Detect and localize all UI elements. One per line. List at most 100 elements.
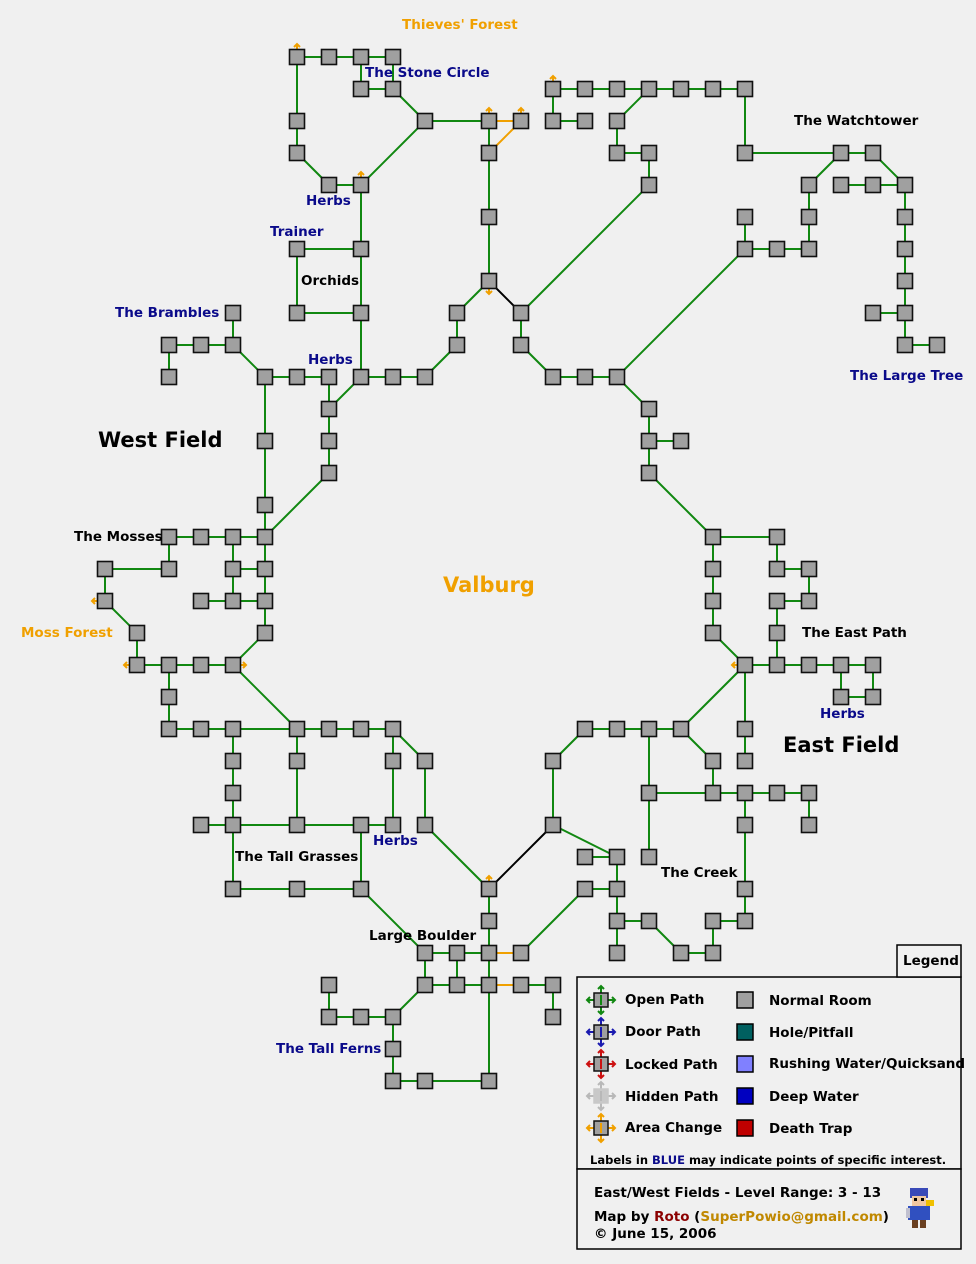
normal-room[interactable] [704,560,722,578]
normal-room[interactable] [320,432,338,450]
normal-room[interactable] [224,880,242,898]
normal-room[interactable] [160,368,178,386]
normal-room[interactable] [832,688,850,706]
normal-room[interactable] [544,80,562,98]
normal-room[interactable] [256,432,274,450]
normal-room[interactable] [224,528,242,546]
normal-room[interactable] [704,752,722,770]
normal-room[interactable] [736,784,754,802]
normal-room[interactable] [480,272,498,290]
normal-room[interactable] [256,624,274,642]
normal-room[interactable] [864,304,882,322]
normal-room[interactable] [384,1008,402,1026]
normal-room[interactable] [128,656,146,674]
normal-room[interactable] [800,592,818,610]
normal-room[interactable] [704,592,722,610]
normal-room[interactable] [416,368,434,386]
normal-room[interactable] [448,976,466,994]
normal-room[interactable] [768,560,786,578]
normal-room[interactable] [192,720,210,738]
normal-room[interactable] [288,752,306,770]
normal-room[interactable] [384,80,402,98]
normal-room[interactable] [224,560,242,578]
normal-room[interactable] [672,432,690,450]
normal-room[interactable] [576,368,594,386]
normal-room[interactable] [192,656,210,674]
normal-room[interactable] [160,336,178,354]
normal-room[interactable] [480,144,498,162]
normal-room[interactable] [704,784,722,802]
normal-room[interactable] [96,592,114,610]
normal-room[interactable] [896,176,914,194]
normal-room[interactable] [448,304,466,322]
normal-room[interactable] [800,240,818,258]
normal-room[interactable] [608,720,626,738]
normal-room[interactable] [480,1072,498,1090]
normal-room[interactable] [320,368,338,386]
normal-room[interactable] [608,80,626,98]
normal-room[interactable] [832,656,850,674]
normal-room[interactable] [544,976,562,994]
normal-room[interactable] [480,944,498,962]
normal-room[interactable] [672,80,690,98]
normal-room[interactable] [544,1008,562,1026]
normal-room[interactable] [736,912,754,930]
normal-room[interactable] [736,80,754,98]
normal-room[interactable] [768,624,786,642]
normal-room[interactable] [224,304,242,322]
normal-room[interactable] [576,880,594,898]
normal-room[interactable] [384,1040,402,1058]
normal-room[interactable] [416,752,434,770]
normal-room[interactable] [320,176,338,194]
normal-room[interactable] [416,944,434,962]
normal-room[interactable] [640,400,658,418]
normal-room[interactable] [704,528,722,546]
normal-room[interactable] [512,304,530,322]
normal-room[interactable] [704,624,722,642]
normal-room[interactable] [192,592,210,610]
normal-room[interactable] [576,112,594,130]
normal-room[interactable] [448,944,466,962]
normal-room[interactable] [736,816,754,834]
normal-room[interactable] [608,144,626,162]
normal-room[interactable] [160,688,178,706]
normal-room[interactable] [288,720,306,738]
normal-room[interactable] [256,592,274,610]
normal-room[interactable] [672,944,690,962]
normal-room[interactable] [384,720,402,738]
normal-room[interactable] [384,816,402,834]
normal-room[interactable] [256,528,274,546]
normal-room[interactable] [544,816,562,834]
normal-room[interactable] [896,304,914,322]
normal-room[interactable] [320,48,338,66]
normal-room[interactable] [160,528,178,546]
normal-room[interactable] [608,368,626,386]
normal-room[interactable] [480,208,498,226]
normal-room[interactable] [256,560,274,578]
normal-room[interactable] [416,112,434,130]
normal-room[interactable] [384,1072,402,1090]
normal-room[interactable] [288,144,306,162]
normal-room[interactable] [800,656,818,674]
normal-room[interactable] [896,240,914,258]
normal-room[interactable] [672,720,690,738]
normal-room[interactable] [800,560,818,578]
normal-room[interactable] [864,176,882,194]
normal-room[interactable] [416,976,434,994]
normal-room[interactable] [192,336,210,354]
normal-room[interactable] [608,880,626,898]
normal-room[interactable] [352,368,370,386]
normal-room[interactable] [224,816,242,834]
normal-room[interactable] [704,80,722,98]
normal-room[interactable] [736,720,754,738]
normal-room[interactable] [576,80,594,98]
normal-room[interactable] [640,80,658,98]
normal-room[interactable] [544,112,562,130]
place-label-moss-forest[interactable]: Moss Forest [21,625,113,641]
normal-room[interactable] [352,176,370,194]
normal-room[interactable] [416,1072,434,1090]
normal-room[interactable] [352,240,370,258]
normal-room[interactable] [384,368,402,386]
normal-room[interactable] [192,528,210,546]
normal-room[interactable] [896,208,914,226]
